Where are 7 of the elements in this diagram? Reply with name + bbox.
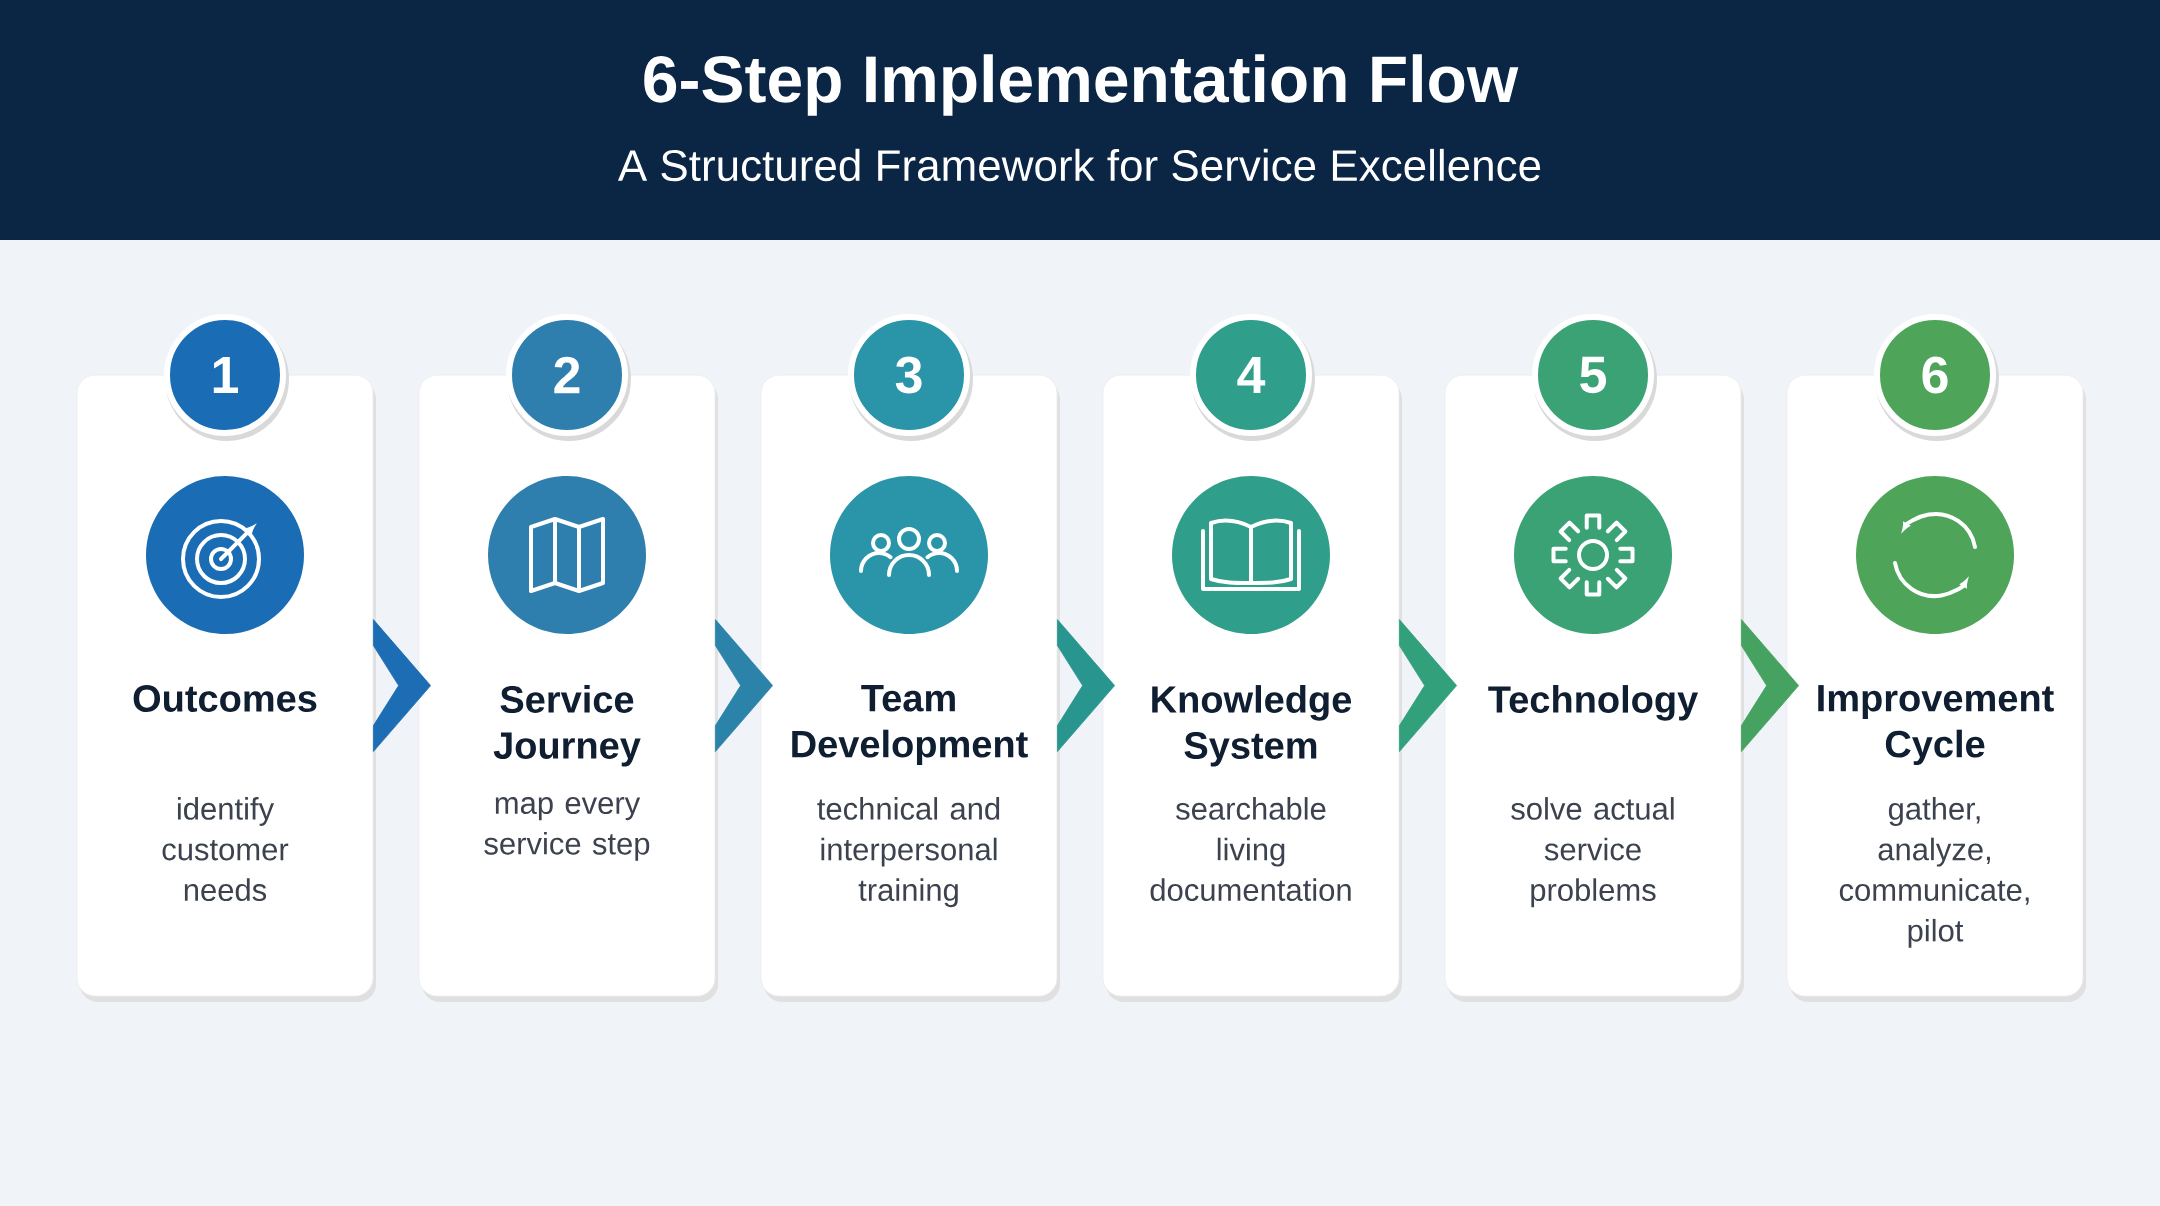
chevron-arrow: [1741, 619, 1799, 752]
chevron-arrow: [1399, 619, 1457, 752]
chevron-arrow: [715, 619, 773, 752]
title: 6-Step Implementation Flow: [644, 54, 1519, 116]
chevron-arrow: [373, 619, 431, 752]
chevron-arrow: [1057, 619, 1115, 752]
subtitle: A Structured Framework for Service Excellence: [617, 148, 1541, 182]
